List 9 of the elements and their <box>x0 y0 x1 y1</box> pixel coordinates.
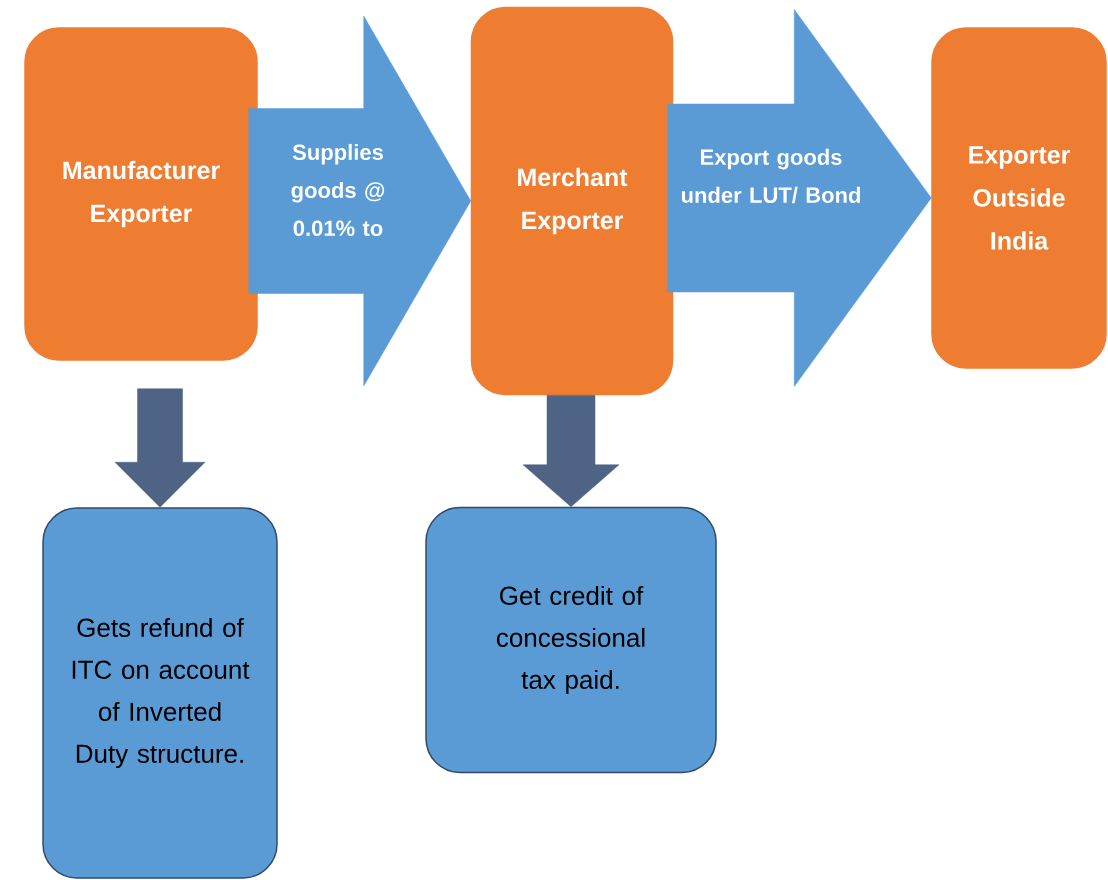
process-box: Merchant Exporter <box>470 6 674 396</box>
process-box: Exporter Outside India <box>931 27 1107 369</box>
note-box: Get credit of concessional tax paid. <box>425 506 717 774</box>
block-arrow <box>114 388 206 508</box>
edge-label: Supplies goods @ 0.01% to <box>274 142 402 238</box>
process-box: Manufacturer Exporter <box>24 27 258 361</box>
block-arrow <box>522 395 620 507</box>
edge-label: Export goods under LUT/ Bond <box>674 147 868 205</box>
note-box: Gets refund of ITC on account of Inverted Duty structure. <box>42 507 278 879</box>
